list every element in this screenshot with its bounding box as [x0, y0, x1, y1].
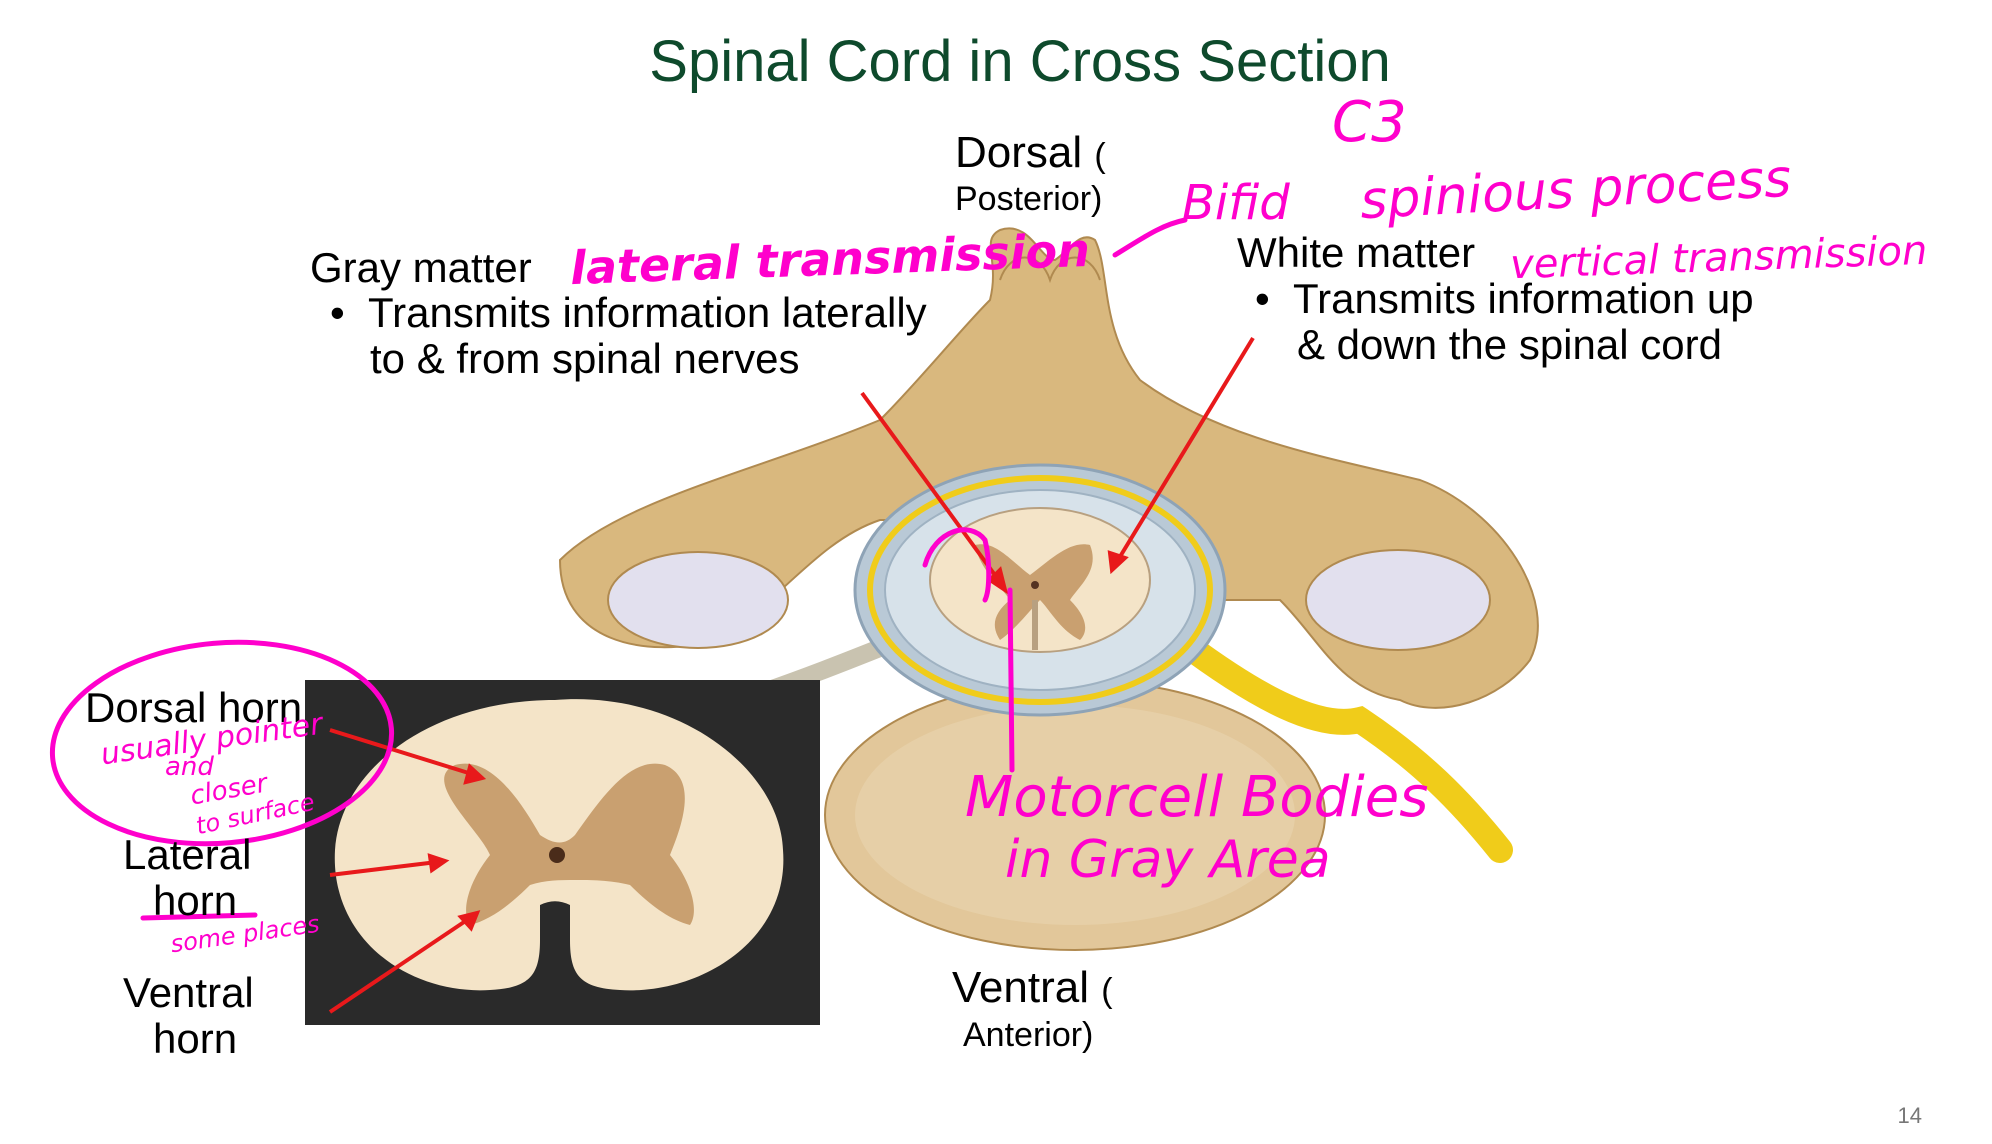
gray-matter-heading: Gray matter: [310, 244, 532, 291]
ink-dorsal-hook: [922, 527, 992, 603]
white-matter-line2: & down the spinal cord: [1297, 321, 1722, 368]
transverse-foramen-right: [1305, 549, 1491, 651]
dura-yellow: [867, 475, 1213, 705]
lateral-horn-label-2: horn: [153, 877, 238, 924]
arrow-lateral-horn: [329, 860, 438, 877]
inset-gray-matter: [444, 763, 694, 925]
note-c3: C3: [1332, 90, 1407, 155]
arrow-dorsal-horn: [329, 728, 476, 777]
arrow-white-matter-head: [1107, 550, 1129, 575]
arrow-lateral-horn-head: [427, 853, 450, 874]
note-motor-line1: Motorcell Bodies: [965, 765, 1429, 830]
label-arrows: [328, 336, 1255, 1014]
anterior-label: Anterior): [963, 1016, 1094, 1054]
white-matter-bullet-1: • Transmits information up: [1255, 276, 1754, 322]
ventral-horn-label-2: horn: [153, 1015, 238, 1062]
ventral-label: Ventral (: [952, 963, 1113, 1012]
vertebral-body-inner: [855, 705, 1295, 925]
arrow-gray-matter-head: [986, 566, 1009, 595]
arrow-ventral-horn: [328, 916, 472, 1014]
dorsal-horn-label: Dorsal horn: [85, 684, 303, 731]
white-matter-heading: White matter: [1237, 229, 1476, 276]
ink-circle-dorsal-horn: [49, 639, 395, 847]
spinal-cord-gray-matter: [975, 544, 1093, 640]
arrow-dorsal-horn-head: [463, 763, 487, 785]
gray-matter-line1: Transmits information laterally: [368, 289, 927, 336]
ink-underline-horn: [140, 912, 258, 921]
lateral-horn-label-1: Lateral: [123, 831, 252, 878]
gray-matter-bullet-1: • Transmits information laterally: [330, 290, 927, 336]
white-matter-line1: Transmits information up: [1293, 275, 1754, 322]
note-bifid: Bifid: [1182, 175, 1290, 231]
arrow-gray-matter: [860, 391, 1002, 584]
note-motor-line2: in Gray Area: [1005, 830, 1331, 890]
spinal-nerve: [1167, 627, 1513, 863]
posterior-label: Posterior): [955, 180, 1103, 218]
ventral-paren: (: [1101, 972, 1113, 1010]
ink-bifid-stroke: [1112, 217, 1188, 258]
dorsal-paren: (: [1094, 137, 1106, 175]
inset-central-canal: [549, 847, 565, 863]
page-number: 14: [1897, 1103, 1922, 1128]
ink-motor-pointer: [1007, 587, 1015, 773]
note-dorsal-2: and: [165, 752, 214, 782]
transverse-foramen-left: [607, 551, 789, 649]
arrow-ventral-horn-head: [457, 910, 481, 932]
gray-matter-line2: to & from spinal nerves: [370, 335, 800, 382]
arrow-white-matter: [1116, 336, 1255, 562]
dorsal-text: Dorsal: [955, 128, 1083, 177]
dorsal-label: Dorsal (: [955, 128, 1106, 177]
ink-strokes: [49, 217, 1188, 921]
slide-title: Spinal Cord in Cross Section: [649, 29, 1391, 94]
dorsal-spine-tip: [999, 256, 1101, 284]
ventral-text: Ventral: [952, 963, 1089, 1012]
bullet-icon: •: [330, 289, 369, 336]
ventral-horn-label-1: Ventral: [123, 969, 254, 1016]
central-canal: [1031, 581, 1039, 589]
bullet-icon: •: [1255, 275, 1294, 322]
